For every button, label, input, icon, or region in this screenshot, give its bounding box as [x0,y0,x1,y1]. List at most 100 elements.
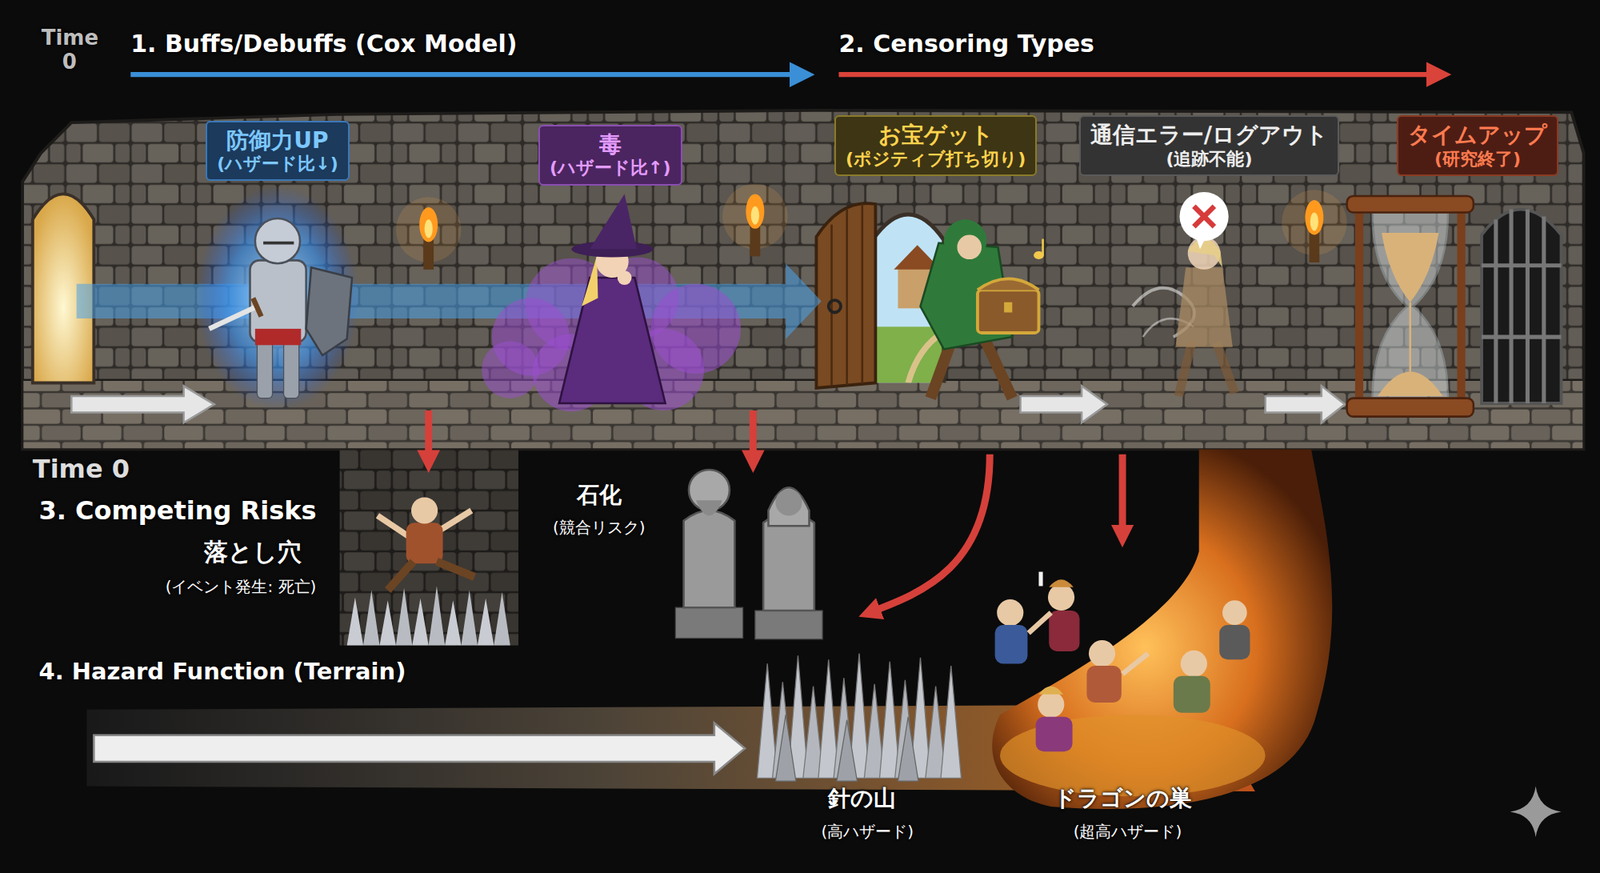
caption-text: 石化 [576,482,622,508]
ranger-figure-part [1041,239,1044,256]
hourglass-part [1377,371,1444,396]
ghost-figure-part [1193,206,1215,228]
torches-part [419,207,438,242]
ranger-figure-part [984,339,1012,399]
dragon-nest-part [1180,650,1208,677]
pit-trap [347,496,511,645]
spike-field [756,653,961,782]
pit-trap-part [347,596,364,645]
dragon-nest-part [1038,572,1043,587]
dragon-nest-part [1122,653,1148,675]
ghost-figure-part [1179,192,1228,241]
caption-text: 1. Buffs/Debuffs (Cox Model) [130,30,517,59]
knight-figure-part [255,218,300,264]
hourglass-part [1408,302,1412,376]
stone-statues-part [675,607,743,638]
floor-arrows-part [1265,385,1345,423]
ghost-figure-part [1178,341,1192,396]
stone-statues-part [768,487,809,526]
ranger-figure-part [930,341,952,398]
timeline-arrows-part [838,72,1439,77]
event-arrows-part [424,410,432,462]
dragon-nest-part [1028,612,1052,634]
timeline-arrows [130,74,1439,76]
dragon-nest-part [1036,716,1073,752]
floor-arrows-part [71,385,215,423]
dragon-nest-part [1173,676,1211,713]
dragon-nest-part [1222,600,1248,625]
torches-part [745,193,764,228]
knight-figure [196,185,360,411]
witch-figure-part [617,270,632,285]
tag-subtext: (ハザード比↑) [549,157,672,179]
spike-field-part [897,716,919,781]
dragon-nest-part [1048,579,1074,588]
witch-figure [481,193,741,412]
floor-arrows-part [1020,385,1108,423]
stone-statues [675,469,823,640]
witch-figure-part [589,193,637,249]
dragon-nest-part [1048,584,1075,611]
caption-text: 3. Competing Risks [38,496,316,526]
ranger-figure-part [977,278,1040,290]
torches-part [751,206,760,225]
pit-trap-part [477,598,494,646]
event-arrows-part [749,410,757,462]
caption-text: (高ハザード) [820,822,914,841]
sparkle-mark [1510,786,1562,838]
tag-heading: お宝ゲット [845,121,1026,149]
pit-trap-part [411,496,438,524]
knight-figure-part [284,336,300,399]
tag-subtext: (ポジティブ打ち切り) [845,148,1026,170]
torches-part [1304,200,1324,235]
tag-subtext: (ハザード比↓) [216,153,339,175]
pit-trap-part [428,585,445,645]
ranger-figure [920,219,1044,398]
ghost-figure-part [1193,206,1215,228]
dragon-nest-part [1037,691,1064,718]
tag-heading: 防御力UP [216,127,339,155]
status-tag: 通信エラー/ログアウト(追跡不能) [1079,115,1340,176]
hourglass-part [1355,209,1364,402]
knight-figure-part [255,328,301,345]
knight-figure-part [256,336,272,399]
stone-statues-part [755,610,823,640]
dragon-nest-part [1000,714,1266,796]
hourglass-part [1381,232,1439,303]
stone-statues-part [775,488,802,516]
sparkle-mark-part [1510,786,1562,838]
dragon-nest-part [1038,685,1064,694]
spike-field-part [940,665,962,778]
open-door-part [861,204,864,384]
hourglass [1347,196,1474,417]
ranger-figure-part [956,234,982,260]
event-arrows-part [1119,454,1127,536]
dungeon-wall [22,110,1584,646]
tag-subtext: (追跡不能) [1090,148,1328,170]
pit-trap-part [377,515,408,536]
knight-figure-part [196,185,360,411]
dungeon-wall-part [340,448,519,645]
open-door-part [816,203,876,388]
ranger-figure-part [1004,302,1012,313]
pit-trap-part [461,590,478,646]
iron-gate-part [1525,209,1530,404]
iron-gate [1481,209,1561,404]
witch-figure-part [481,340,539,398]
dragon-nest-part [1219,624,1250,660]
iron-gate-part [1493,219,1498,404]
dragon-nest-part [996,599,1024,626]
hourglass-part [1372,212,1448,398]
dragon-nest [992,448,1332,809]
ghost-figure-part [1175,267,1232,348]
hourglass-part [1347,196,1474,212]
caption-text: 2. Censoring Types [838,30,1094,59]
tag-heading: タイムアップ [1408,121,1548,149]
pit-trap-part [438,510,472,532]
event-arrows-part [869,454,991,613]
stone-statues-part [763,512,815,611]
pit-trap-part [396,588,412,645]
torches-part [1310,212,1319,231]
iron-gate-part [1481,335,1561,340]
knight-figure-part [208,306,257,329]
